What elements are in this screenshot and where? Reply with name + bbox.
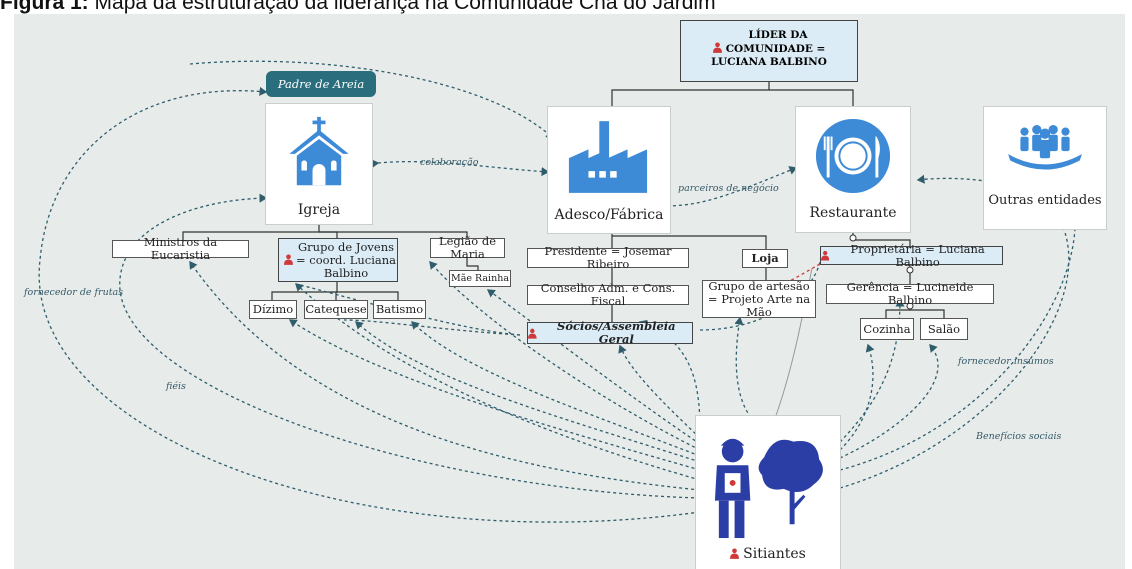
farmer-tree-icon [714,438,823,539]
proprietaria-label: Proprietária = Luciana Balbino [850,241,985,269]
church-tag: Padre de Areia [266,71,376,97]
cozinha-node: Cozinha [860,318,914,340]
fieis-label: fiéis [166,381,186,392]
salao-node: Salão [920,318,968,340]
leader-line-1: LÍDER DA [748,29,808,41]
proprietaria-node: Proprietária = Luciana Balbino [820,242,1003,268]
factory-icon [568,121,648,193]
factory-label: Adesco/Fábrica [554,207,664,223]
farmers-node: Sitiantes [696,416,840,569]
presidente-node: Presidente = Josemar Ribeiro [527,245,689,271]
person-icon [712,42,722,53]
church-label: Igreja [297,202,341,218]
artesao-node: Grupo de artesão = Projeto Arte na Mão [702,279,816,318]
socios-node: Sócios/Assembleia Geral [527,319,693,346]
farmers-label: Sitiantes [696,546,840,562]
beneficios-label: Benefícios sociais [976,431,1062,442]
caption-prefix: Figura 1: [0,0,89,14]
batismo-node: Batismo [373,300,426,319]
ministros-node: Ministros da Eucaristia [112,236,249,262]
person-icon [821,250,830,261]
restaurant-node: Restaurante [796,107,910,232]
plate-icon [815,118,891,194]
person-icon [284,254,293,265]
frutas-label: fornecedor de frutas [24,287,124,298]
person-icon [528,328,537,339]
parceiros-label: parceiros de negócio [678,183,779,194]
legiao-node: Legião de Maria [430,235,505,261]
leader-box: LÍDER DA COMUNIDADE = LUCIANA BALBINO [680,20,858,82]
leader-line-2: COMUNIDADE = [681,42,857,56]
people-group-icon [1008,124,1082,170]
others-node: Outras entidades [984,107,1106,229]
colaboracao-label: colaboração [420,157,479,168]
restaurant-label: Restaurante [809,205,897,221]
conselho-node: Conselho Adm. e Cons. Fiscal [527,282,689,308]
dizimo-node: Dízimo [249,300,297,319]
factory-node: Adesco/Fábrica [548,107,670,233]
leader-line-2-text: COMUNIDADE = [725,43,826,55]
loja-node: Loja [742,249,788,268]
socios-label: Sócios/Assembleia Geral [557,319,676,346]
jovens-node: Grupo de Jovens = coord. Luciana Balbino [278,238,398,282]
jovens-label: Grupo de Jovens = coord. Luciana Balbino [295,239,397,280]
person-icon [730,548,740,559]
church-icon [289,116,349,186]
insumos-label: fornecedor insumos [958,356,1054,367]
others-label: Outras entidades [988,193,1102,208]
farmers-label-text: Sitiantes [743,546,806,562]
gerencia-node: Gerência = Lucineide Balbino [826,281,994,307]
caption-text: Mapa da estruturação da liderança na Com… [88,0,716,14]
mae-rainha-node: Mãe Rainha [449,270,511,287]
figure-caption: Figura 1: Mapa da estruturação da lidera… [0,0,716,15]
church-node: Igreja [266,104,372,224]
catequese-node: Catequese [304,300,368,319]
leader-line-3: LUCIANA BALBINO [711,56,827,68]
